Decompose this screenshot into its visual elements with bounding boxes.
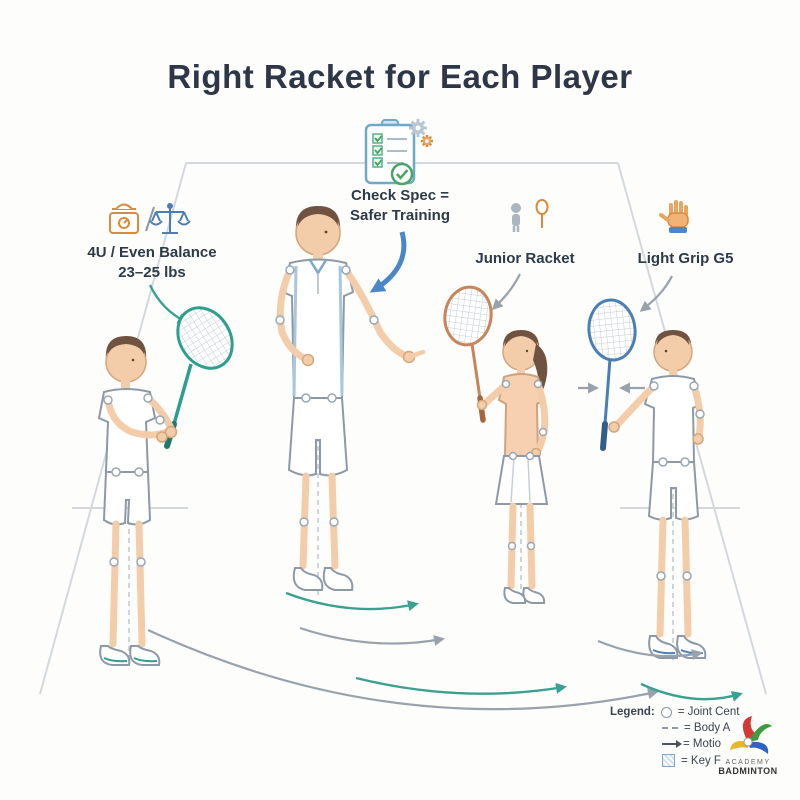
light-grip-caption: Light Grip G5	[637, 250, 734, 267]
joint-markers	[649, 381, 705, 581]
light-grip-arrow	[639, 275, 673, 312]
legend-item-motion: = Motio	[683, 738, 722, 750]
page-title: Right Racket for Each Player	[167, 58, 633, 95]
shuttlecock-logo-icon	[730, 716, 772, 754]
blue-racket	[587, 298, 637, 451]
gear-icon	[409, 119, 433, 147]
dashed-line-symbol	[662, 727, 678, 729]
weight-scale-icon	[109, 203, 139, 234]
legend: Legend: = Joint Cent = Body A = Motio = …	[610, 706, 795, 771]
legend-item-body: = Body A	[684, 722, 731, 734]
balance-scale-icon	[149, 203, 191, 234]
junior-racket-arrow	[491, 273, 521, 311]
legend-item-key: = Key F	[681, 754, 721, 767]
hatch-box-symbol	[662, 754, 675, 767]
teal-racket	[164, 306, 234, 449]
logo-badminton-text: BADMINTON	[718, 766, 778, 776]
boy-right-figure	[578, 298, 707, 660]
boy-left-figure	[97, 306, 234, 666]
left-spec-line1: 4U / Even Balance	[87, 244, 217, 261]
logo-academy-text: ACADEMY	[725, 759, 771, 766]
shuttlecock-icon	[535, 199, 549, 228]
slash-divider	[145, 206, 155, 232]
check-spec-caption: Check Spec = Safer Training	[320, 186, 480, 225]
left-spec-line2: 23–25 lbs	[118, 263, 186, 281]
academy-logo: ACADEMY BADMINTON	[702, 714, 794, 776]
legend-item-joint: = Joint Cent	[677, 706, 740, 718]
girl-figure	[443, 285, 549, 604]
left-spec-caption: 4U / Even Balance 23–25 lbs	[62, 243, 242, 282]
check-spec-arrow	[369, 231, 407, 293]
check-spec-line1: Check Spec =	[351, 187, 449, 204]
junior-racket-caption: Junior Racket	[475, 250, 575, 267]
child-figure-icon	[511, 203, 521, 232]
hand-grip-icon	[659, 200, 689, 233]
legend-label: Legend:	[610, 706, 655, 718]
joint-markers	[501, 379, 548, 551]
coach-figure	[275, 206, 426, 598]
clipboard-checklist-icon	[364, 119, 433, 186]
check-spec-line2: Safer Training	[349, 206, 451, 224]
joint-markers	[275, 265, 379, 527]
joint-circle-symbol	[660, 706, 672, 718]
motion-arrows	[147, 591, 743, 711]
joint-markers	[103, 393, 165, 567]
motion-arrow-symbol	[662, 740, 682, 748]
